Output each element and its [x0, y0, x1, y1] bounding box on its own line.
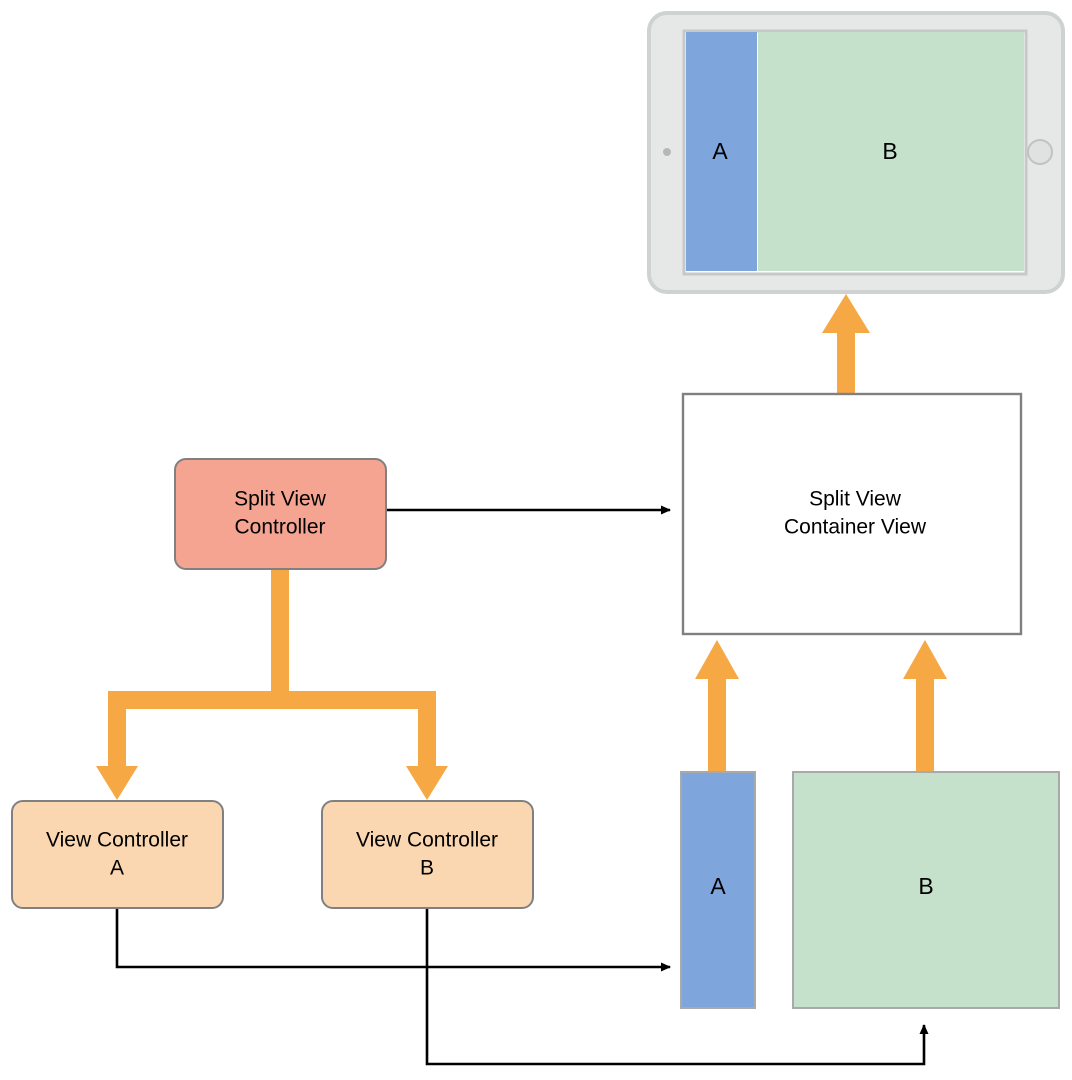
arrowhead-to-device	[822, 294, 870, 333]
camera-dot	[663, 148, 671, 156]
device-pane-b	[758, 32, 1024, 271]
edge-view-a-to-container	[695, 640, 739, 772]
split-view-container-view-label-line2: Container View	[784, 516, 927, 539]
device-pane-b-label: B	[882, 138, 897, 164]
edge-vca-to-view-a	[115, 908, 671, 972]
node-split-view-container-view[interactable]: Split View Container View	[681, 392, 1023, 636]
split-view-controller-label-line2: Controller	[234, 516, 325, 539]
split-view-container-view-label-line1: Split View	[809, 488, 902, 511]
edge-view-b-to-container	[903, 640, 947, 772]
split-view-controller-label-line1: Split View	[234, 488, 327, 511]
edge-vcb-to-view-b	[425, 908, 929, 1066]
view-b-box[interactable]	[792, 771, 1060, 1009]
edge-svc-to-view-controllers	[96, 568, 448, 800]
view-b-label: B	[918, 873, 933, 899]
arrowhead-view-b-up	[903, 640, 947, 679]
split-view-container-view-box[interactable]	[681, 392, 1023, 636]
view-controller-a-box[interactable]	[11, 800, 224, 909]
view-a-label: A	[710, 873, 726, 899]
view-controller-b-box[interactable]	[321, 800, 534, 909]
node-view-b[interactable]: B	[792, 771, 1060, 1009]
view-controller-b-label-line1: View Controller	[356, 829, 498, 852]
view-controller-a-label-line2: A	[110, 857, 124, 880]
home-button[interactable]	[1027, 139, 1053, 165]
arrowhead-view-a-up	[695, 640, 739, 679]
node-split-view-controller[interactable]: Split View Controller	[174, 458, 387, 570]
arrowhead-to-vca	[96, 766, 138, 800]
edge-container-to-device	[822, 294, 870, 398]
view-controller-a-label-line1: View Controller	[46, 829, 188, 852]
split-view-controller-box[interactable]	[174, 458, 387, 570]
node-view-controller-b[interactable]: View Controller B	[321, 800, 534, 909]
view-a-box[interactable]	[680, 771, 756, 1009]
node-view-controller-a[interactable]: View Controller A	[11, 800, 224, 909]
node-view-a[interactable]: A	[680, 771, 756, 1009]
view-controller-b-label-line2: B	[420, 857, 434, 880]
device-pane-a-label: A	[712, 138, 728, 164]
arrowhead-to-vcb	[406, 766, 448, 800]
device-pane-a	[686, 32, 757, 271]
